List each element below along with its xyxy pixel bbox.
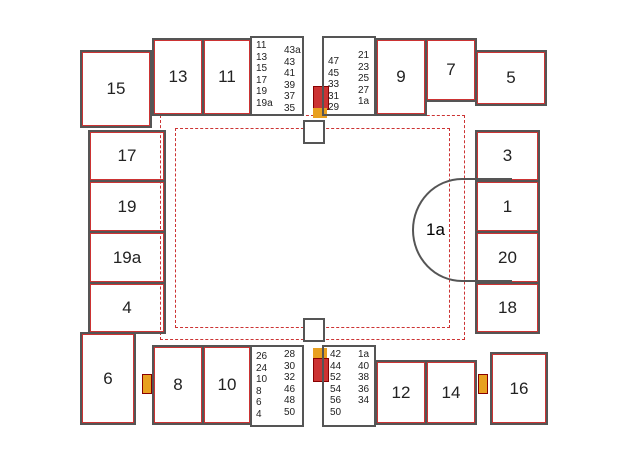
locker-label: 1a: [358, 349, 370, 360]
locker-label: 43: [284, 56, 296, 68]
room-8: 8: [152, 345, 204, 425]
room-19a: 19a: [88, 231, 166, 284]
locker-label: 29: [328, 102, 340, 113]
locker-label: 43a: [284, 45, 301, 56]
room-17: 17: [88, 130, 166, 182]
locker-label: 31: [328, 90, 340, 102]
room-7: 7: [425, 38, 477, 102]
room-14: 14: [425, 360, 477, 425]
locker-label: 37: [284, 91, 296, 102]
locker-label: 19: [256, 86, 268, 97]
locker-label: 32: [284, 372, 296, 383]
locker-label: 21: [358, 50, 370, 61]
locker-label: 48: [284, 395, 296, 406]
locker-label: 26: [256, 351, 268, 362]
stair-landing: [313, 108, 327, 118]
stair-landing: [313, 348, 327, 358]
room-19: 19: [88, 180, 166, 233]
locker-label: 45: [328, 67, 340, 79]
column-block: [303, 120, 325, 144]
locker-label: 27: [358, 84, 370, 96]
room-13: 13: [152, 38, 204, 116]
locker-label: 36: [358, 383, 370, 395]
locker-label: 11: [256, 40, 267, 51]
room-16: 16: [490, 352, 548, 425]
locker-label: 50: [330, 406, 342, 418]
locker-label: 24: [256, 362, 268, 374]
locker-label: 25: [358, 73, 370, 84]
locker-label: 19a: [256, 97, 273, 109]
locker-label: 13: [256, 51, 268, 63]
stair-icon: [478, 374, 488, 394]
locker-label: 35: [284, 102, 296, 114]
locker-label: 38: [358, 372, 370, 383]
locker-label: 46: [284, 383, 296, 395]
courtyard-inner: [175, 128, 450, 328]
locker-label: 52: [330, 372, 342, 383]
locker-label: 30: [284, 360, 296, 372]
locker-label: 44: [330, 360, 342, 372]
locker-label: 15: [256, 63, 268, 74]
stair-icon: [142, 374, 152, 394]
locker-label: 47: [328, 56, 340, 67]
room-1a: 1a: [412, 178, 512, 282]
locker-label: 10: [256, 374, 268, 385]
room-15: 15: [80, 50, 152, 128]
locker-label: 23: [358, 61, 370, 73]
locker-label: 28: [284, 349, 296, 360]
locker-label: 39: [284, 79, 296, 91]
locker-label: 54: [330, 383, 342, 395]
locker-label: 40: [358, 360, 370, 372]
room-18: 18: [475, 282, 540, 334]
room-5: 5: [475, 50, 547, 106]
stair-icon: [313, 358, 329, 382]
column-block: [303, 318, 325, 342]
locker-label: 1a: [358, 96, 370, 107]
locker-label: 8: [256, 385, 262, 397]
room-6: 6: [80, 332, 136, 425]
room-11: 11: [202, 38, 252, 116]
locker-label: 17: [256, 74, 268, 86]
room-4: 4: [88, 282, 166, 334]
locker-label: 41: [284, 68, 296, 79]
room-3: 3: [475, 130, 540, 182]
locker-label: 50: [284, 406, 296, 418]
room-9: 9: [375, 38, 427, 116]
locker-label: 56: [330, 395, 342, 406]
locker-label: 6: [256, 397, 262, 408]
locker-label: 4: [256, 408, 262, 420]
locker-label: 34: [358, 395, 370, 406]
room-12: 12: [375, 360, 427, 425]
locker-label: 33: [328, 79, 340, 90]
room-10: 10: [202, 345, 252, 425]
locker-label: 42: [330, 349, 342, 360]
room-1a-label: 1a: [426, 220, 445, 239]
